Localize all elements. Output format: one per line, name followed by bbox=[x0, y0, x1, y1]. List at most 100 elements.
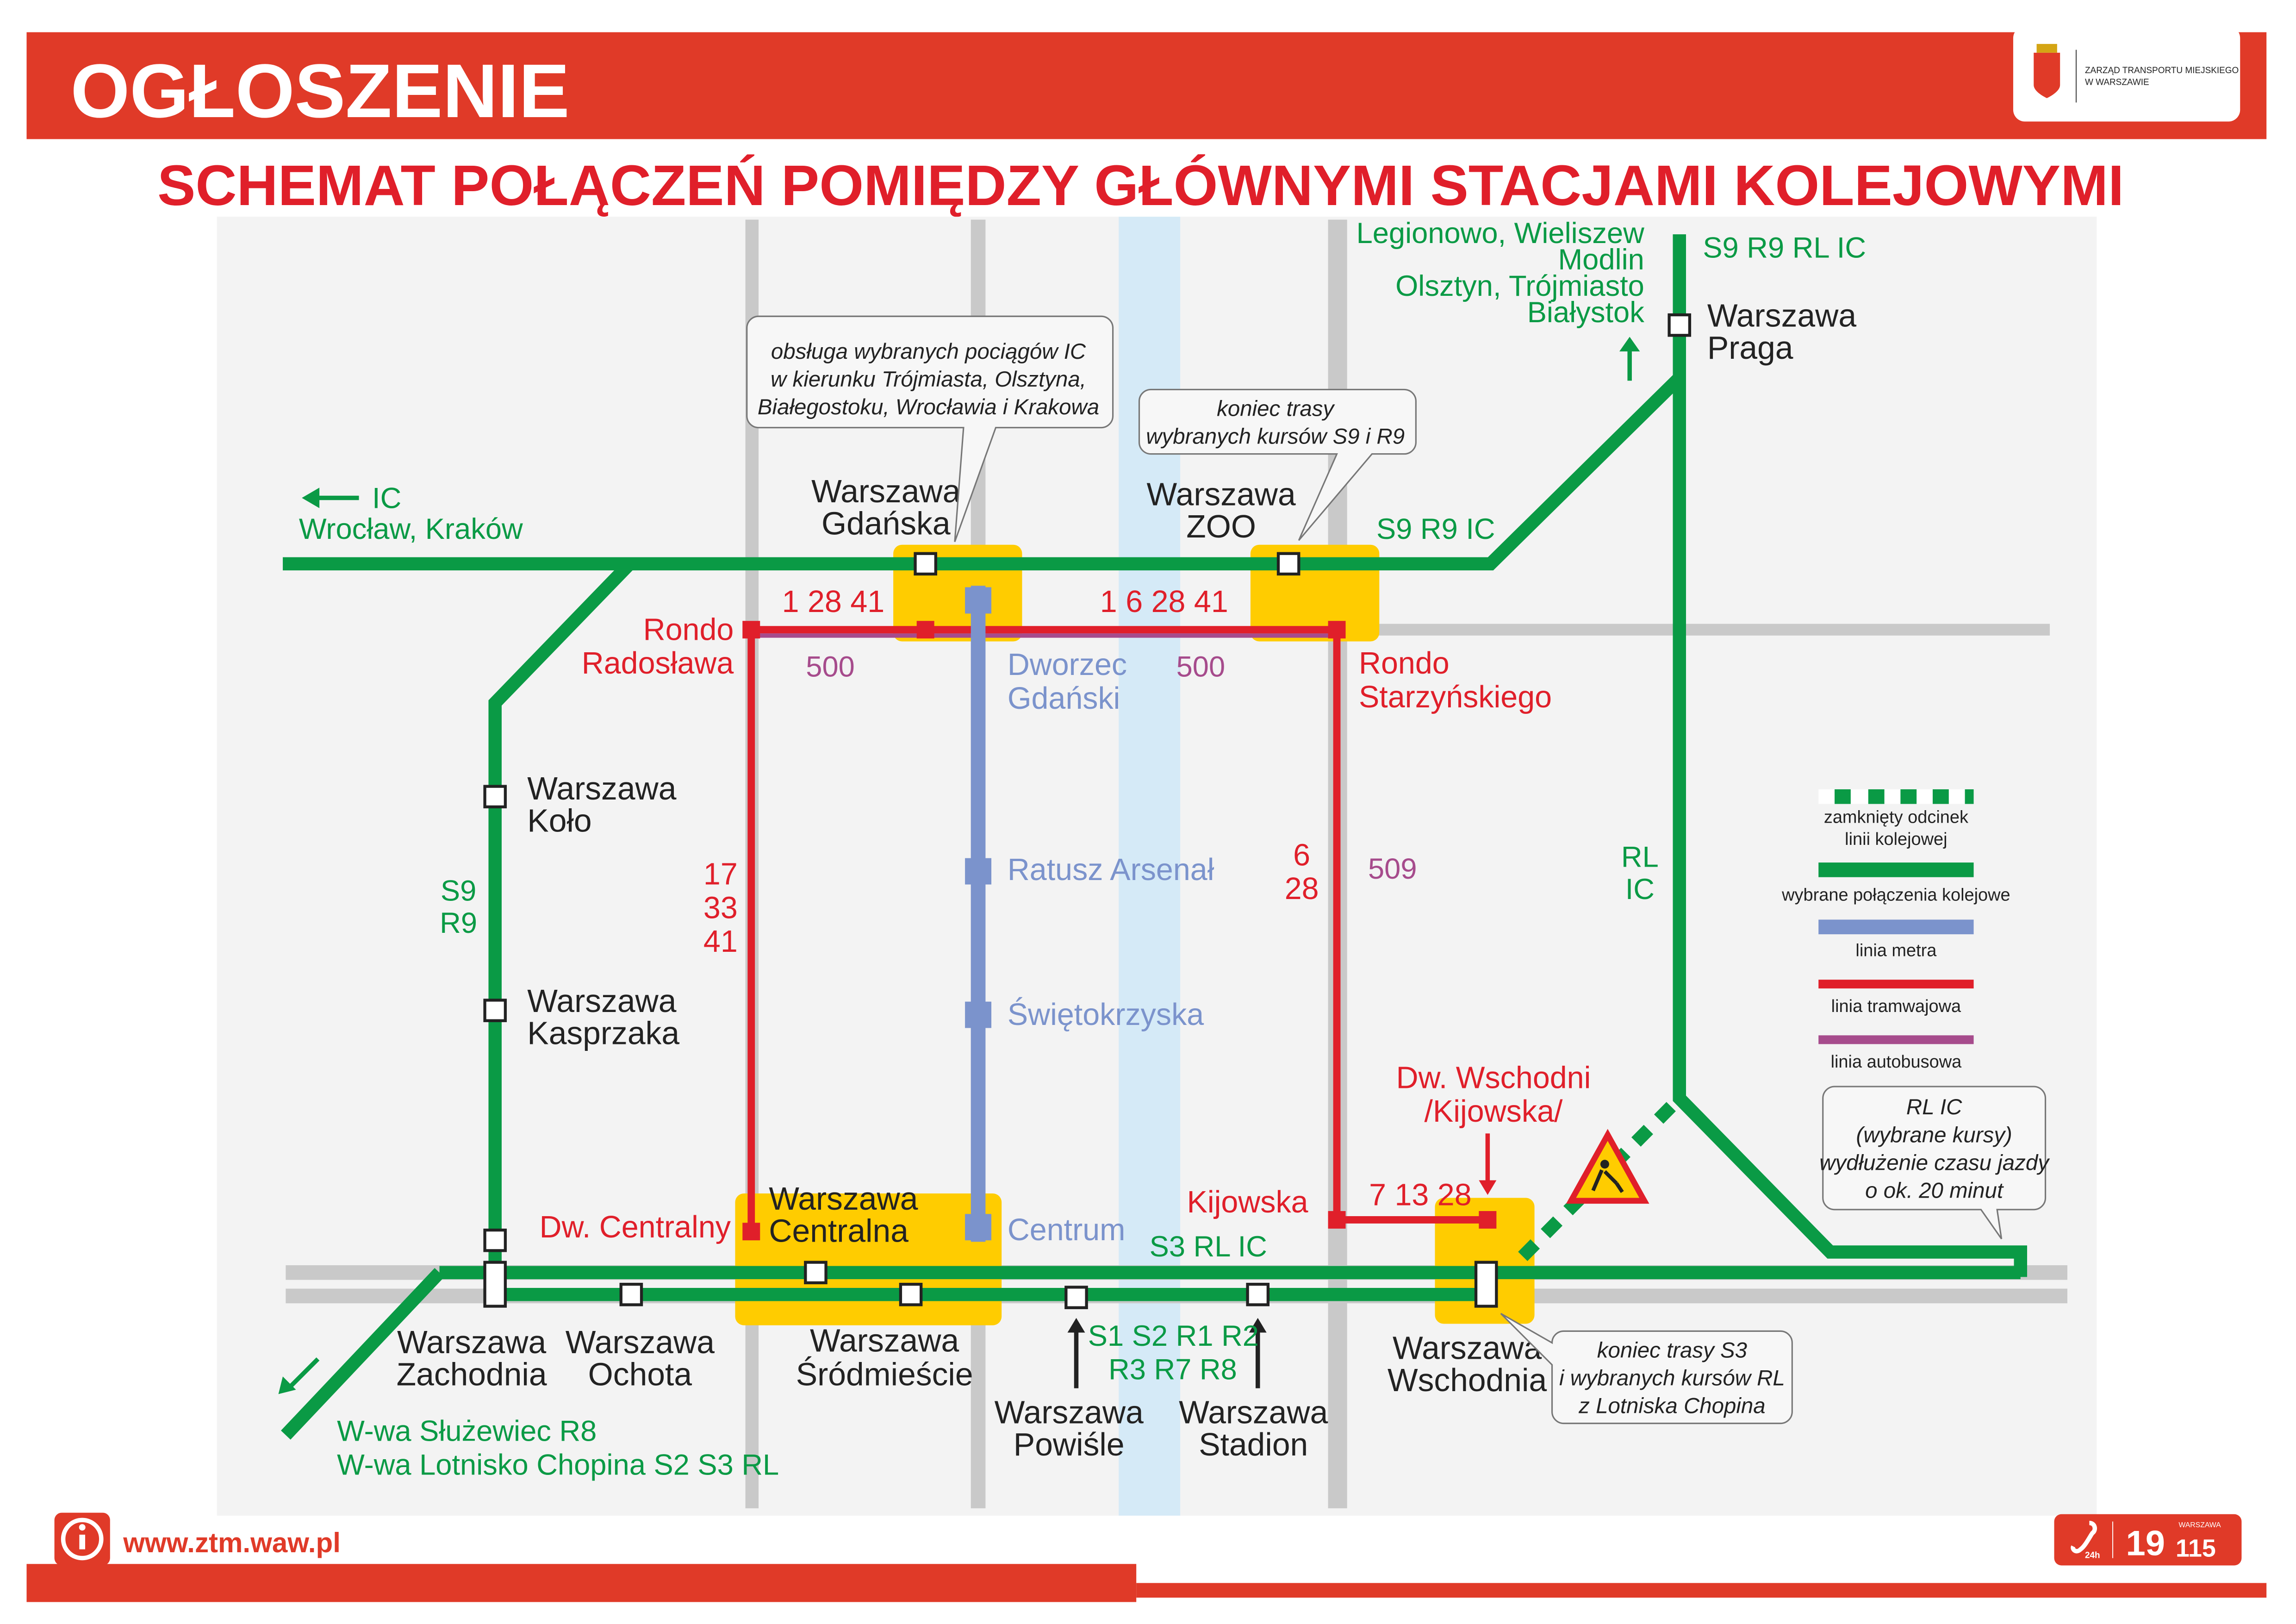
legend-label-rail: wybrane połączenia kolejowe bbox=[1781, 885, 2010, 905]
station-label-zoo: ZOO bbox=[1186, 508, 1256, 544]
rail-label-rlic-right: IC bbox=[1625, 873, 1655, 906]
station-label-praga: Warszawa bbox=[1707, 297, 1856, 333]
header-bar bbox=[26, 32, 2267, 139]
station-label-ochota: Ochota bbox=[588, 1356, 692, 1392]
station-label-powisle: Powiśle bbox=[1014, 1426, 1125, 1462]
rail-destination-southwest: W-wa Lotnisko Chopina S2 S3 RL bbox=[337, 1449, 779, 1481]
rail-label-s9r9rlic: S9 R9 RL IC bbox=[1703, 232, 1866, 264]
rail-stations bbox=[483, 313, 1692, 1309]
tram-stop-rondo-starzynskiego: Starzyńskiego bbox=[1359, 680, 1552, 714]
hotline-city: WARSZAWA bbox=[2178, 1521, 2221, 1529]
tram-lines-west: 1 28 41 bbox=[782, 585, 885, 619]
roadworks-icon bbox=[1566, 1129, 1649, 1204]
rail-label-s3rlic: S3 RL IC bbox=[1150, 1230, 1267, 1263]
callout-text: wydłużenie czasu jazdy bbox=[1819, 1150, 2050, 1175]
rail-destination-north: Modlin bbox=[1558, 244, 1644, 276]
callout-text: wybranych kursów S9 i R9 bbox=[1146, 424, 1405, 449]
arrow-up-icon bbox=[1067, 1318, 1267, 1388]
arrow-down-icon bbox=[1479, 1133, 1497, 1195]
tram-stop-rondo-starzynskiego: Rondo bbox=[1359, 646, 1450, 681]
metro-station-dworzec-gdanski: Gdański bbox=[1008, 681, 1120, 716]
rail-label-powisle: S1 S2 R1 R2 bbox=[1088, 1320, 1259, 1352]
tram-stop-kijowska: Kijowska bbox=[1187, 1185, 1308, 1219]
station-label-srodmiescie: Warszawa bbox=[810, 1323, 959, 1359]
callout-text: o ok. 20 minut bbox=[1865, 1179, 2004, 1203]
rail-label-s9r9ic: S9 R9 IC bbox=[1376, 513, 1495, 545]
metro-station-centrum: Centrum bbox=[1008, 1213, 1126, 1247]
rail-destination-north: Legionowo, Wieliszew bbox=[1356, 217, 1645, 250]
tram-stop-dw-centralny: Dw. Centralny bbox=[540, 1210, 731, 1244]
station-label-gdanska: Gdańska bbox=[821, 506, 951, 542]
tram-lines-left-vertical: 17 bbox=[703, 857, 738, 892]
logo-text: W WARSZAWIE bbox=[2085, 77, 2149, 87]
tram-lines-kijowska: 7 13 28 bbox=[1369, 1178, 1472, 1212]
bus-line-label: 500 bbox=[806, 650, 855, 683]
legend-label-tram: linia tramwajowa bbox=[1831, 997, 1961, 1016]
callout-text: RL IC bbox=[1906, 1095, 1962, 1119]
metro-stations bbox=[965, 587, 992, 1241]
tram-lines-right-vertical: 28 bbox=[1285, 872, 1319, 906]
tram-stop-dw-wschodni: /Kijowska/ bbox=[1425, 1094, 1563, 1129]
tram-lines-left-vertical: 33 bbox=[703, 891, 738, 925]
legend-label-bus: linia autobusowa bbox=[1831, 1052, 1962, 1072]
rail-label-ic-west: IC bbox=[372, 482, 401, 515]
station-label-kolo: Koło bbox=[527, 803, 591, 839]
phone-icon bbox=[2071, 1520, 2097, 1554]
bus-line-label: 509 bbox=[1368, 853, 1417, 885]
legend: zamknięty odcinek linii kolejowej wybran… bbox=[1781, 789, 2010, 1072]
callout-wschodnia-end: koniec trasy S3 i wybranych kursów RL z … bbox=[1500, 1313, 1793, 1424]
callout-zoo-end: koniec trasy wybranych kursów S9 i R9 bbox=[1138, 388, 1417, 541]
footer-line bbox=[1136, 1583, 2267, 1598]
station-label-zachodnia: Zachodnia bbox=[397, 1356, 547, 1392]
station-label-zachodnia: Warszawa bbox=[397, 1324, 546, 1360]
rail-destination-north: Olsztyn, Trójmiasto bbox=[1395, 270, 1644, 302]
tram-stops bbox=[742, 621, 1497, 1241]
tram-stop-dw-wschodni: Dw. Wschodni bbox=[1396, 1061, 1591, 1095]
page-title: OGŁOSZENIE bbox=[70, 48, 569, 133]
station-label-srodmiescie: Śródmieście bbox=[796, 1355, 973, 1392]
station-label-wschodnia: Warszawa bbox=[1393, 1330, 1542, 1366]
hotline-24h: 24h bbox=[2085, 1551, 2100, 1561]
website-link[interactable]: www.ztm.waw.pl bbox=[123, 1527, 341, 1558]
callout-text: koniec trasy bbox=[1217, 396, 1335, 421]
station-label-centralna: Warszawa bbox=[769, 1181, 918, 1217]
tram-lines-right-vertical: 6 bbox=[1293, 838, 1310, 872]
tram-stop-rondo-radoslawa: Radosława bbox=[582, 646, 734, 681]
page-subtitle: SCHEMAT POŁĄCZEŃ POMIĘDZY GŁÓWNYMI STACJ… bbox=[157, 154, 2124, 218]
callout-text: i wybranych kursów RL bbox=[1559, 1366, 1785, 1390]
callout-text: Białegostoku, Wrocławia i Krakowa bbox=[758, 395, 1099, 419]
callout-rl-ic: RL IC (wybrane kursy) wydłużenie czasu j… bbox=[1819, 1086, 2050, 1239]
station-label-stadion: Warszawa bbox=[1179, 1394, 1328, 1430]
hotline-number: 115 bbox=[2176, 1534, 2216, 1562]
rail-label-s9r9-left: R9 bbox=[440, 907, 477, 939]
station-label-stadion: Stadion bbox=[1199, 1426, 1308, 1462]
tram-stop-rondo-radoslawa: Rondo bbox=[643, 612, 734, 647]
station-label-praga: Praga bbox=[1707, 330, 1793, 366]
metro-station-swietokrzyska: Świętokrzyska bbox=[1008, 997, 1204, 1032]
callout-text: koniec trasy S3 bbox=[1597, 1338, 1747, 1362]
ztm-logo-box bbox=[2013, 26, 2240, 122]
metro-station-ratusz-arsenal: Ratusz Arsenał bbox=[1008, 853, 1214, 887]
warsaw-coat-of-arms-icon bbox=[2034, 44, 2060, 98]
legend-label-metro: linia metra bbox=[1855, 941, 1937, 961]
direction-arrows bbox=[278, 337, 1640, 1394]
station-label-kasprzaka: Warszawa bbox=[527, 983, 676, 1019]
station-label-kolo: Warszawa bbox=[527, 770, 676, 806]
logo-text: ZARZĄD TRANSPORTU MIEJSKIEGO bbox=[2085, 66, 2239, 75]
rail-destination-southwest: W-wa Służewiec R8 bbox=[337, 1415, 597, 1448]
hotline-badge: 24h 19 115 WARSZAWA bbox=[2054, 1514, 2242, 1566]
rail-label-powisle: R3 R7 R8 bbox=[1108, 1354, 1237, 1386]
station-label-gdanska: Warszawa bbox=[811, 473, 960, 509]
station-label-centralna: Centralna bbox=[769, 1212, 908, 1249]
rail-lines bbox=[281, 234, 2028, 1440]
callout-text: obsługa wybranych pociągów IC bbox=[771, 339, 1086, 364]
tram-lines-east: 1 6 28 41 bbox=[1100, 585, 1228, 619]
hotline-number: 19 bbox=[2126, 1524, 2165, 1563]
legend-label-closed-section: linii kolejowej bbox=[1845, 830, 1947, 849]
rail-destination-north: Białystok bbox=[1527, 296, 1644, 329]
info-icon bbox=[54, 1512, 110, 1566]
station-label-ochota: Warszawa bbox=[566, 1324, 715, 1360]
station-label-powisle: Warszawa bbox=[995, 1394, 1144, 1430]
rail-destination-west: Wrocław, Kraków bbox=[299, 513, 523, 545]
